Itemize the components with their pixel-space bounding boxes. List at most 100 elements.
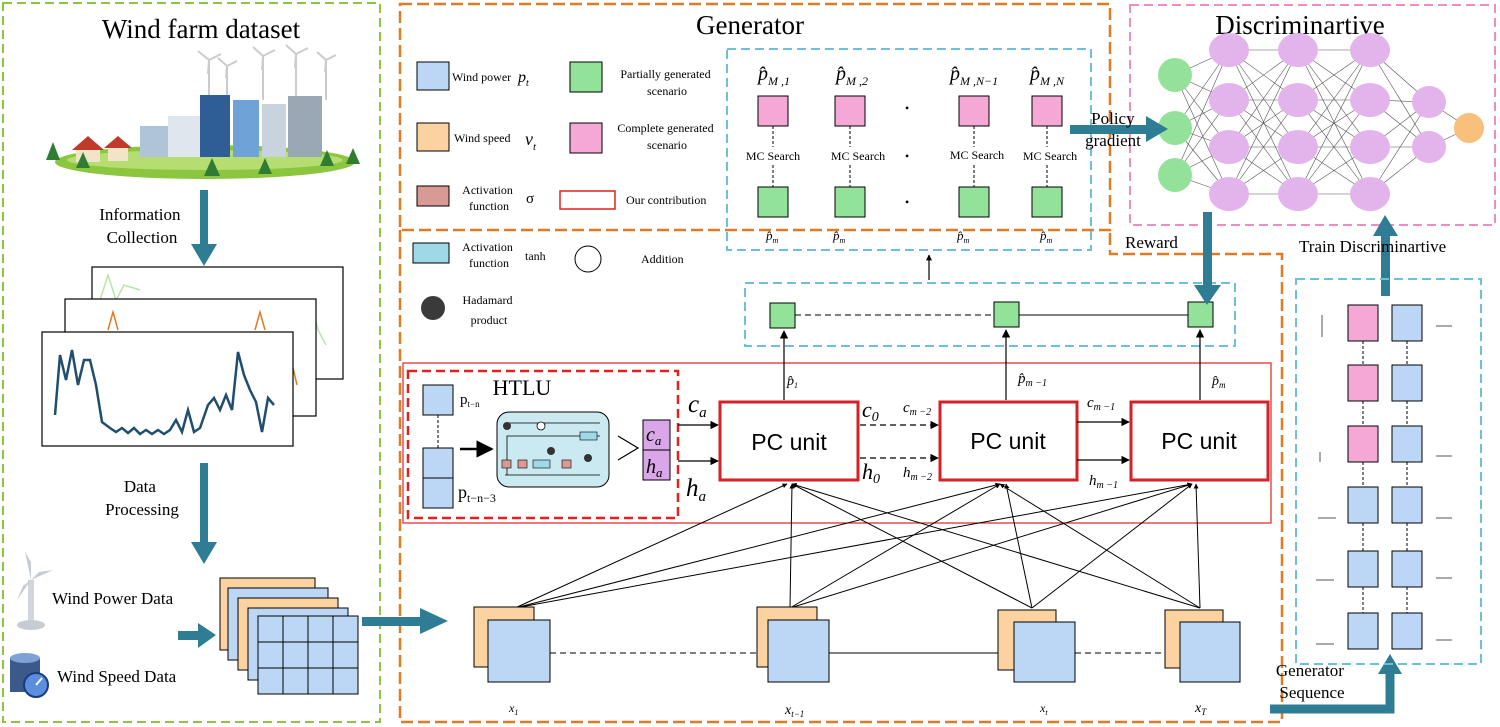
network-edge [1369, 101, 1430, 195]
pc-output-1: p̂1 [786, 374, 798, 390]
htlu-input-column [422, 384, 494, 509]
network-hidden-node [1209, 83, 1249, 117]
htlu-output-state [642, 419, 671, 481]
wind-turbine-icon [17, 552, 53, 630]
pc-output-2: p̂m −1 [1017, 371, 1047, 389]
htlu-out-h: ha [646, 456, 663, 480]
network-input-node [1158, 158, 1192, 192]
mc-search-nodes [757, 95, 1063, 218]
legend-activation-tanh: Activation function [462, 240, 516, 270]
pc-unit-3-label: PC unit [1161, 428, 1237, 454]
mc-search-box [726, 48, 1092, 251]
network-input-node [1158, 58, 1192, 92]
mc-search-label-4: MC Search [1023, 149, 1077, 163]
legend-wind-power-symbol: pt [517, 69, 529, 89]
step-data-processing: Data Processing [105, 477, 179, 519]
network-hidden-node [1412, 86, 1446, 118]
input-connections [514, 482, 1201, 654]
pc-label-h0: h0 [862, 459, 880, 487]
network-edge [1228, 49, 1299, 148]
contribution-frame [402, 362, 1272, 524]
time-series-plots [41, 266, 344, 447]
mc-search-label-3: MC Search [950, 148, 1004, 162]
step-information-collection: Information Collection [99, 205, 184, 247]
mc-dot-3: • [905, 195, 909, 209]
network-hidden-node [1278, 33, 1318, 67]
network-hidden-node [1278, 130, 1318, 164]
pc-label-cm2: cm −2 [903, 400, 931, 418]
mc-search-label-2: MC Search [831, 149, 885, 163]
mc-dot-2: • [905, 149, 909, 163]
network-hidden-node [1350, 177, 1390, 211]
legend-sigma-symbol: σ [526, 191, 534, 207]
mc-dot-1: • [905, 101, 909, 115]
network-edge [1174, 49, 1230, 176]
pc-label-hm1: hm −1 [1089, 473, 1118, 491]
network-edge [1174, 74, 1230, 195]
network-edge [1369, 49, 1430, 148]
generator-panel [398, 2, 1112, 232]
database-icon [10, 653, 49, 698]
discriminator-network-nodes [1158, 33, 1484, 211]
wind-power-data-label: Wind Power Data [52, 589, 174, 608]
mc-top-label-3: p̂M ,N−1 [948, 63, 998, 88]
mc-bottom-label-4: p̂m [1039, 228, 1053, 245]
htlu-out-c: ca [646, 424, 662, 448]
network-hidden-node [1209, 130, 1249, 164]
htlu-output-arrow [617, 435, 640, 461]
reward-label: Reward [1125, 233, 1178, 252]
mc-top-label-1: p̂M ,1 [756, 63, 790, 88]
network-hidden-node [1278, 177, 1318, 211]
pc-unit-1-label: PC unit [751, 429, 827, 455]
mc-search-label-1: MC Search [746, 149, 800, 163]
mc-top-label-2: p̂M ,2 [834, 63, 868, 88]
network-hidden-node [1350, 33, 1390, 67]
legend-hadamard: Hadamard product [463, 293, 516, 327]
discriminator-panel [1129, 4, 1496, 226]
wind-farm-illustration [46, 44, 360, 179]
legend-wind-speed: Wind speed [454, 131, 511, 145]
input-label-x1: x1 [508, 701, 518, 717]
mc-bottom-label-1: p̂m [765, 228, 779, 245]
discriminator-sequence-columns [1316, 304, 1452, 650]
mc-bottom-label-3: p̂m [956, 228, 970, 245]
htlu-cell [496, 411, 610, 488]
input-label-x3: xt [1039, 701, 1048, 717]
legend [412, 61, 616, 320]
mc-top-label-4: p̂M ,N [1028, 63, 1065, 88]
legend-activation-sigma: Activation function [462, 183, 516, 213]
network-hidden-node [1350, 130, 1390, 164]
pc-label-ha: ha [686, 475, 706, 505]
htlu-frame [406, 369, 680, 520]
discriminator-network-edges [1174, 49, 1470, 195]
generator-sequence-label: Generator Sequence [1276, 661, 1348, 702]
legend-addition: Addition [641, 252, 684, 266]
generator-panel-lower [398, 230, 1284, 724]
network-hidden-node [1350, 83, 1390, 117]
network-hidden-node [1209, 177, 1249, 211]
legend-complete-generated: Complete generated scenario [617, 121, 716, 152]
mc-bottom-label-2: p̂m [832, 228, 846, 245]
pc-label-ca: ca [688, 391, 707, 421]
data-grid-stack [219, 577, 359, 695]
network-hidden-node [1209, 33, 1249, 67]
pc-label-c0: c0 [862, 397, 879, 425]
dataset-title: Wind farm dataset [102, 14, 301, 44]
htlu-title: HTLU [493, 375, 552, 400]
network-edge [1297, 49, 1371, 148]
pc-unit-2-label: PC unit [970, 428, 1046, 454]
pc-label-hm2: hm −2 [903, 465, 932, 483]
legend-wind-speed-symbol: vt [525, 129, 537, 153]
generated-sequence-nodes [769, 301, 1214, 329]
input-label-x2: xt−1 [784, 703, 804, 719]
network-hidden-node [1412, 131, 1446, 163]
wind-speed-data-label: Wind Speed Data [57, 667, 177, 686]
dataset-panel [2, 2, 381, 723]
generator-title: Generator [696, 10, 804, 40]
htlu-input-top-label: pt−n [460, 392, 480, 409]
legend-partially-generated: Partially generated scenario [620, 67, 713, 98]
pc-output-3: p̂m [1211, 374, 1226, 390]
generated-sequence-box [744, 282, 1236, 347]
network-edge [1297, 49, 1371, 195]
